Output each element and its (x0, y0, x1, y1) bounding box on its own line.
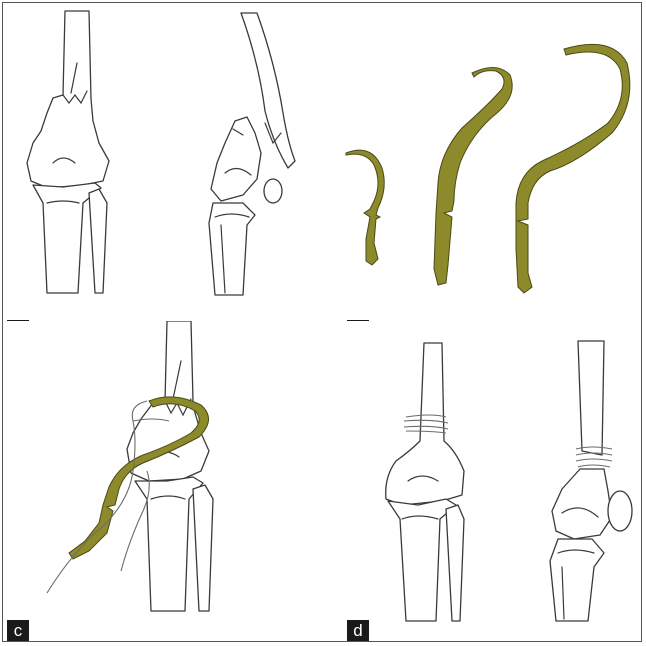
tibia-side (550, 539, 604, 621)
panel-c-illustration (3, 321, 322, 641)
awl-small (346, 150, 384, 265)
femur-shaft-front (386, 343, 464, 505)
fibula-front (89, 189, 107, 293)
cerclage-wire (47, 401, 147, 593)
femur-shaft-front (27, 11, 109, 188)
patella-side (608, 491, 632, 531)
panel-label: c (7, 620, 29, 641)
panel-b-illustration (322, 3, 641, 321)
panel-d-illustration (322, 321, 641, 641)
panel-a-illustration (3, 3, 322, 321)
fibula-front (446, 505, 464, 621)
awl-large (516, 44, 630, 293)
panel-b: b (322, 3, 641, 321)
panel-c: c (3, 321, 322, 641)
panel-d: d (322, 321, 641, 641)
fibula (193, 485, 213, 611)
panel-a: a (3, 3, 322, 321)
patella-side (264, 179, 282, 203)
femur-condyle-side (552, 469, 612, 539)
awl-medium (434, 67, 512, 285)
femur-condyle-side (211, 117, 261, 201)
panel-label: d (347, 620, 369, 641)
femur-shaft-side (578, 341, 604, 455)
